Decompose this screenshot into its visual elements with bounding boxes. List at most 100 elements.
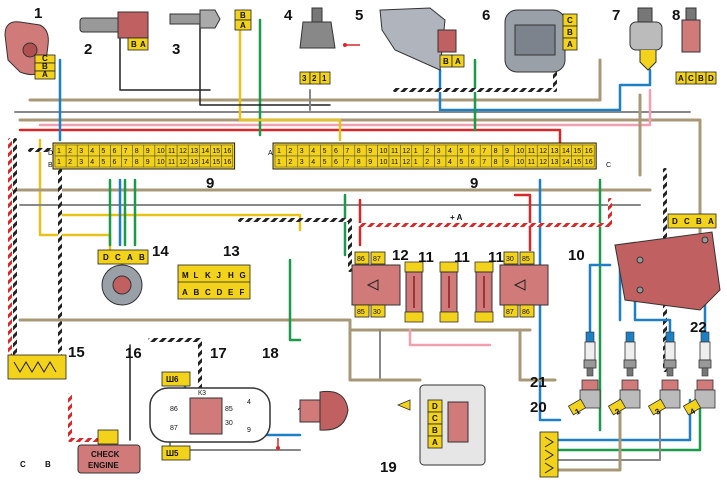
c2-pin-a: A <box>140 40 146 49</box>
ecu-right-bottom-pin: 2 <box>288 159 292 166</box>
c13-bottom-pin: E <box>228 288 234 297</box>
ecu-left-top-pin: 11 <box>168 148 175 155</box>
c13-top-pin: J <box>217 271 221 280</box>
injector-cyl-number: 1 <box>574 407 583 417</box>
label-11-b: 11 <box>454 249 470 266</box>
injector-cyl-number: 2 <box>614 407 623 417</box>
component-2-crankshaft-sensor: B A <box>79 11 149 51</box>
component-7-knock-sensor <box>629 7 663 71</box>
label-7: 7 <box>612 7 620 24</box>
injector-cyl-number: 4 <box>689 407 698 417</box>
wire-end-b: B <box>45 460 51 469</box>
c12-pin-30: 30 <box>373 309 381 316</box>
label-5: 5 <box>355 7 363 24</box>
ecu-left-bottom-pin: 2 <box>68 159 72 166</box>
c5-pin-a: A <box>455 57 461 66</box>
component-12-main-relay: 86 87 85 30 <box>351 251 401 318</box>
ecu-right-top-pin: 7 <box>345 148 349 155</box>
c4-pin-2: 2 <box>312 74 317 83</box>
ecu-right-bottom-pin: 6 <box>334 159 338 166</box>
spark-plug-insulator <box>699 341 711 361</box>
component-18-fuel-pump <box>276 390 349 450</box>
ecu-right-cell <box>582 155 595 168</box>
injector-body <box>579 389 601 409</box>
c13-top-pin: H <box>228 271 234 280</box>
label-1: 1 <box>34 5 42 22</box>
injector-top <box>621 379 639 391</box>
ecu-right-top-pin: 5 <box>323 148 327 155</box>
ecu-right-bottom-pin: 5 <box>459 159 463 166</box>
c17-pin-sh5: Ш5 <box>166 449 179 458</box>
label-13: 13 <box>223 243 240 260</box>
check-engine-label-1: CHECK <box>91 450 120 459</box>
ecu-right-top-pin: 6 <box>334 148 338 155</box>
ecu-left-top-pin: 12 <box>179 148 187 155</box>
c8-pin-c: C <box>688 74 694 83</box>
ecu-right-bottom-pin: 13 <box>551 159 559 166</box>
c14-pin-c: C <box>115 253 121 262</box>
ecu-left-top-pin: 5 <box>101 148 105 155</box>
c19-pin-a: A <box>432 438 438 447</box>
k3-pin-30: 30 <box>225 420 233 427</box>
ecu-right-top-pin: 16 <box>585 148 593 155</box>
spark-plug-hex <box>583 359 597 369</box>
c13-top-pin: L <box>194 271 199 280</box>
c2-pin-b: B <box>131 40 137 49</box>
injector-top <box>581 379 599 391</box>
ecu-left-bottom-pin: 14 <box>201 159 209 166</box>
c4-pin-1: 1 <box>322 74 327 83</box>
ecu-left-top-pin: 9 <box>146 148 150 155</box>
ecu-left-bottom-pin: 6 <box>113 159 117 166</box>
component-14-phase-sensor: D C A B <box>97 249 149 306</box>
label-22: 22 <box>690 319 707 336</box>
ecu-right-top-pin: 15 <box>573 148 581 155</box>
component-3-oxygen-sensor: B A <box>169 9 252 31</box>
injector-cyl-number: 3 <box>654 407 663 417</box>
component-21-spark-plugs <box>583 331 712 377</box>
c10-pin-85: 85 <box>522 256 530 263</box>
label-9-left: 9 <box>206 175 214 192</box>
ecu-right-bottom-pin: 4 <box>448 159 452 166</box>
ecu-right-bottom-pin: 11 <box>528 159 535 166</box>
component-1-throttle-sensor: C B A <box>4 21 56 80</box>
ecu-right-top-pin: 1 <box>277 148 281 155</box>
c3-pin-b: B <box>240 11 246 20</box>
check-engine-label-2: ENGINE <box>88 461 119 470</box>
c14-pin-d: D <box>103 253 109 262</box>
spark-plug-hex <box>698 359 712 369</box>
label-16: 16 <box>125 345 142 362</box>
ecu-left-bottom-pin: 5 <box>101 159 105 166</box>
ecu-left-top-pin: 2 <box>68 148 72 155</box>
ecu-right-bottom-pin: 11 <box>391 159 398 166</box>
c19-pin-c: C <box>432 414 438 423</box>
c13-bottom-pin: B <box>194 288 200 297</box>
c13-bottom-pin: C <box>205 288 211 297</box>
ecu-left-bottom-pin: 10 <box>157 159 165 166</box>
ecu-right-bottom-pin: 7 <box>482 159 486 166</box>
spark-plug-insulator <box>624 341 636 361</box>
ecu-left-top-pin: 3 <box>79 148 83 155</box>
c14-pin-b: B <box>139 253 145 262</box>
c13-top-pin: M <box>182 271 189 280</box>
label-8: 8 <box>672 7 680 24</box>
ecu-right-top-pin: 12 <box>539 148 547 155</box>
ecu-right-top-pin: 1 <box>414 148 418 155</box>
ecu-left-top-pin: 13 <box>190 148 198 155</box>
label-14: 14 <box>152 243 169 260</box>
c6-pin-b: B <box>567 28 573 37</box>
plus-a-label: + A <box>450 213 463 222</box>
ecu-right-top-pin: 2 <box>425 148 429 155</box>
ecu-right-top-pin: 13 <box>551 148 559 155</box>
c6-pin-c: C <box>567 16 573 25</box>
ecu-right-top-pin: 2 <box>288 148 292 155</box>
ecu-right-bottom-pin: 8 <box>357 159 361 166</box>
c22-pin-a: A <box>708 217 714 226</box>
c1-pin-b: B <box>42 62 48 71</box>
label-15: 15 <box>68 344 85 361</box>
ecu-left-bottom-pin: 4 <box>90 159 94 166</box>
k3-pin-87: 87 <box>170 425 178 432</box>
ecu-left-bottom-pin: 9 <box>146 159 150 166</box>
injector-top <box>661 379 679 391</box>
